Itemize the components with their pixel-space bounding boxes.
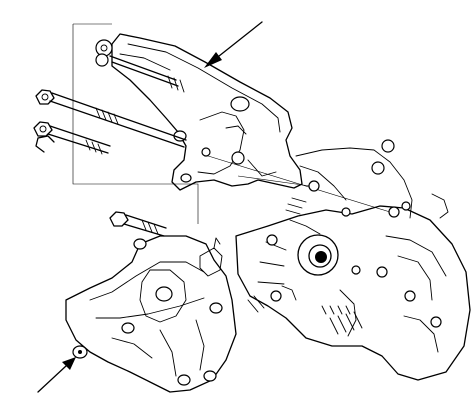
engine-block-icon	[199, 139, 471, 381]
alternator-bracket-icon	[95, 33, 303, 191]
assembly-guide-lines	[72, 23, 391, 224]
small-bolt-icon	[109, 211, 167, 237]
mounting-bracket-icon	[65, 235, 237, 393]
flange-bolt-icon	[33, 89, 187, 155]
callout-arrow-icon	[37, 357, 76, 393]
callout-arrow-icon	[204, 21, 263, 68]
